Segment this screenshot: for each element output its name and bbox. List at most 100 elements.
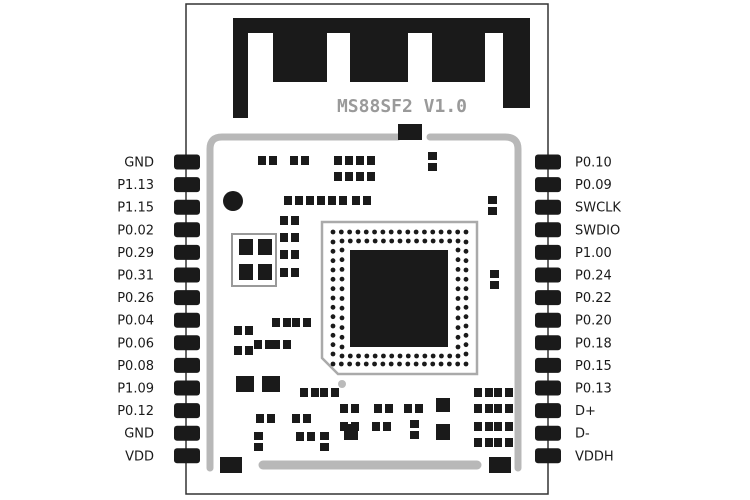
soc-ball <box>372 353 378 359</box>
soc-ball <box>372 361 377 367</box>
soc-ball <box>455 334 461 340</box>
crystal-pad <box>239 239 253 255</box>
pin-label: P0.20 <box>575 314 612 329</box>
soc-ball <box>446 229 452 235</box>
smd-pad <box>331 388 339 397</box>
smd-pad <box>488 196 497 204</box>
pin-label: P0.12 <box>117 404 154 419</box>
soc-ball <box>381 238 386 244</box>
soc-ball <box>414 353 419 359</box>
pin-label: P0.15 <box>575 359 612 374</box>
soc-ball <box>356 353 361 359</box>
smd-pad <box>267 414 275 423</box>
smd-pad <box>494 422 502 431</box>
soc-ball <box>330 295 336 301</box>
pin-pad <box>535 448 561 464</box>
smd-pad <box>303 318 311 327</box>
soc-ball <box>413 361 419 367</box>
soc-ball <box>339 286 345 292</box>
smd-pad <box>334 172 342 181</box>
pin-pad <box>174 448 200 464</box>
soc-ball <box>455 296 461 301</box>
pin-pad <box>535 222 561 238</box>
pin-label: SWCLK <box>575 201 621 216</box>
pin-label: P0.04 <box>117 314 154 329</box>
soc-ball <box>463 286 469 292</box>
pin-pad <box>535 244 561 260</box>
crystal-pad <box>258 239 272 255</box>
soc-ball <box>330 323 336 329</box>
smd-pad <box>488 207 497 215</box>
soc-ball <box>455 238 461 244</box>
smd-pad <box>494 404 502 413</box>
smd-pad <box>505 422 513 431</box>
pin-pad <box>535 312 561 328</box>
smd-pad <box>428 152 437 160</box>
smd-pad <box>363 196 371 205</box>
smd-pad <box>415 404 423 413</box>
soc-ball <box>355 229 361 235</box>
soc-ball <box>463 342 469 348</box>
soc-pin1-dot <box>338 380 346 388</box>
soc-ball <box>422 353 428 359</box>
smd-pad <box>234 326 242 335</box>
soc-ball <box>339 344 345 350</box>
soc-ball <box>405 229 411 235</box>
soc-ball-grid <box>330 229 469 367</box>
smd-pad <box>340 404 348 413</box>
smd-pad <box>254 340 262 349</box>
pin-label: SWDIO <box>575 223 620 238</box>
smd-pad <box>280 250 288 259</box>
shield-corner-br <box>489 457 511 473</box>
smd-pad <box>269 156 277 165</box>
soc-ball <box>347 361 353 367</box>
soc-ball <box>363 361 369 367</box>
soc-ball <box>430 229 436 235</box>
soc-ball <box>397 353 403 359</box>
pin-pad <box>174 177 200 193</box>
pin-pad <box>535 335 561 351</box>
pin-pad <box>174 335 200 351</box>
smd-part <box>436 424 450 440</box>
antenna-trace <box>233 18 530 118</box>
pin-label: P0.08 <box>117 359 154 374</box>
left-pin-labels: GNDP1.13P1.15P0.02P0.29P0.31P0.26P0.04P0… <box>117 156 154 465</box>
pin-label: VDDH <box>575 449 614 464</box>
soc-ball <box>455 315 461 321</box>
smd-pad <box>485 388 493 397</box>
soc-ball <box>463 239 469 245</box>
soc-ball <box>347 229 353 235</box>
pin-pad <box>174 154 200 170</box>
soc-ball <box>455 361 461 367</box>
right-pin-pads <box>535 154 561 464</box>
pin-label: P0.22 <box>575 291 612 306</box>
pin-label: P0.31 <box>117 269 154 284</box>
smd-pad <box>320 432 329 440</box>
smd-pad <box>383 422 391 431</box>
smd-pad <box>485 422 493 431</box>
soc-ball <box>339 315 345 321</box>
smd-pad <box>295 196 303 205</box>
soc-ball <box>455 325 461 330</box>
pin-label: P0.18 <box>575 336 612 351</box>
smd-pad <box>490 270 499 278</box>
soc-ball <box>356 238 361 244</box>
pin-pad <box>535 380 561 396</box>
smd-pad <box>307 432 315 441</box>
soc-ball <box>372 229 377 235</box>
soc-ball <box>455 267 461 272</box>
soc-ball <box>380 229 386 235</box>
smd-pad <box>284 196 292 205</box>
pin-label: P0.02 <box>117 223 154 238</box>
pin-pad <box>174 425 200 441</box>
pin-pad <box>535 290 561 306</box>
soc-ball <box>405 361 411 367</box>
pin-pad <box>174 357 200 373</box>
soc-ball <box>330 304 336 310</box>
pin-pad <box>174 312 200 328</box>
soc-ball <box>463 258 469 264</box>
pin-pad <box>174 199 200 215</box>
soc-ball <box>430 361 436 367</box>
soc-ball <box>455 344 461 350</box>
soc-ball <box>430 238 436 244</box>
